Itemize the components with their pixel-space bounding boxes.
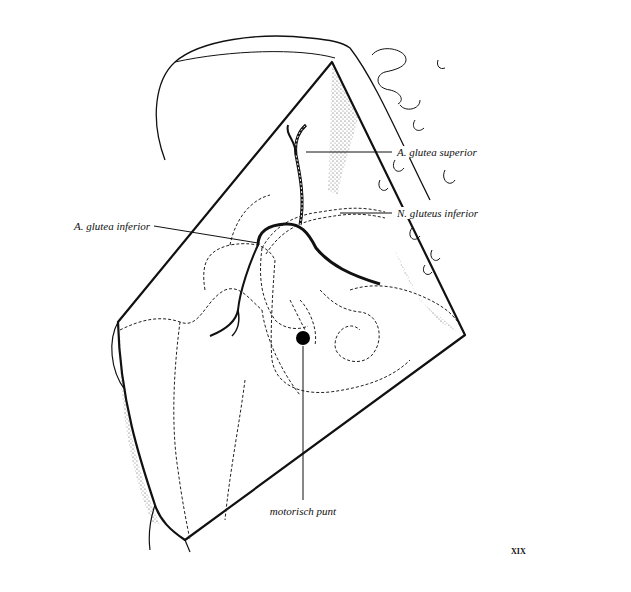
page-number: XIX bbox=[510, 548, 527, 557]
artery-label: A. glutea superior bbox=[396, 146, 478, 158]
motor-point-label: motorisch punt bbox=[269, 505, 337, 517]
artery-label: A. glutea inferior bbox=[73, 220, 151, 232]
nerve-label: N. gluteus inferior bbox=[396, 207, 479, 219]
